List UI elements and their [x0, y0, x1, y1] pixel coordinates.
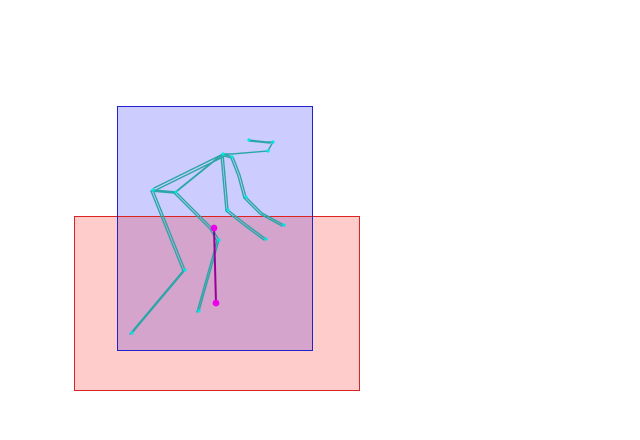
red-bounding-box-border — [74, 216, 360, 391]
blue-bounding-box-border — [117, 106, 313, 351]
magenta-point-top — [210, 224, 218, 232]
joint-point — [247, 138, 251, 142]
skeleton-limb — [155, 155, 226, 191]
skeleton-limb — [153, 153, 224, 189]
magenta-point-bottom — [212, 299, 220, 307]
skeleton-limb — [129, 190, 184, 335]
joint-point — [197, 309, 201, 313]
joint-point — [183, 268, 187, 272]
joint-point — [244, 195, 248, 199]
joint-point — [266, 149, 270, 153]
joint-point — [174, 190, 178, 194]
skeleton-limb — [220, 154, 265, 241]
joint-point — [282, 223, 286, 227]
joint-point — [217, 238, 221, 242]
joint-point — [130, 331, 134, 335]
magenta-segment — [213, 227, 217, 304]
skeleton-limb — [220, 154, 283, 227]
skeleton-limb — [248, 140, 271, 144]
joint-point — [271, 140, 275, 144]
joint-point — [230, 155, 234, 159]
skeleton-joints — [130, 138, 286, 335]
joint-point — [226, 208, 230, 212]
skeleton-limb — [175, 191, 220, 312]
joint-point — [221, 152, 225, 156]
joint-point — [264, 237, 268, 241]
joint-point — [151, 188, 155, 192]
